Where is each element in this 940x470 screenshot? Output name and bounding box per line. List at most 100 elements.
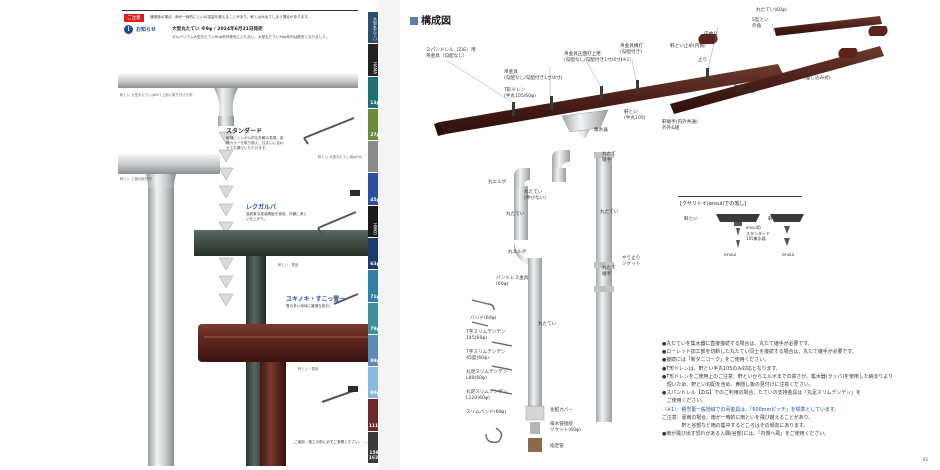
label-tome: 止り bbox=[698, 58, 708, 63]
label-haisui-cover: 化粧カバー bbox=[550, 408, 573, 413]
info-title: お知らせ bbox=[136, 27, 156, 33]
ensui-label-nokitoi: 軒とい bbox=[684, 217, 698, 222]
notes-block: ●丸たていを集水器に直接接続する場合は、丸たて継手が必要です。●ローレット加工部… bbox=[662, 340, 932, 438]
series-desc-yukinoki: 雪の多い地域に最適な設計。 bbox=[286, 304, 333, 308]
index-tab-label: HAMA bbox=[372, 61, 378, 74]
label-shusuiki: 集水器 bbox=[594, 128, 608, 133]
series-desc-rekugaruba: 高耐食な塗装鋼板を使用。外観に美しい仕上がり。 bbox=[246, 212, 308, 221]
label-tsurikanagu-yoko: 吊金具横打 (勾配付き) bbox=[620, 44, 643, 55]
label-tsurikanagu: 吊金具 (勾配なし/勾配付き1寸/4寸) bbox=[504, 70, 563, 81]
spread-gutter bbox=[378, 0, 400, 470]
elbow-top-left bbox=[514, 168, 530, 186]
info-headline: 大型丸たてい ※9φ / 2024年6月21日発売 bbox=[172, 27, 263, 32]
label-slim-band: スリムバンド(60φ) bbox=[466, 410, 507, 415]
label-maru-tatei-tsugi: 丸たて 継手 bbox=[602, 152, 616, 163]
page-number-left: 01 bbox=[372, 457, 378, 462]
label-maru-erubo: 丸エルボ bbox=[488, 180, 507, 185]
leader-lines bbox=[445, 23, 775, 103]
notice-caution: 通常強の場合、雨が一時的にといの容量を超えることがあり、軒とはみ出てしまう場合が… bbox=[150, 15, 312, 19]
series-title-standard: スタンダード bbox=[226, 128, 263, 135]
label-mizuage: 水上 bbox=[448, 128, 458, 133]
label-t-slim-145: T字スリムデンデン 145(60φ) bbox=[466, 330, 506, 341]
green-gutter bbox=[194, 230, 368, 256]
label-nokitoi-dome: 軒とい止め(内側) bbox=[670, 44, 706, 49]
brown-gutter bbox=[198, 324, 368, 362]
left-page: ご注意 通常強の場合、雨が一時的にといの容量を超えることがあり、軒とはみ出てしま… bbox=[118, 4, 388, 466]
caption-2: 軒とい 上部の取付例 bbox=[120, 177, 152, 181]
secondary-gutter bbox=[670, 46, 884, 114]
note-line: ●スパンドレル【ZiG】でのご利用の場合、たていの支持金具は「丸足スリムデンデン… bbox=[662, 390, 861, 397]
label-tome-r: 止り (差し込み式) bbox=[804, 70, 831, 81]
index-tab-page: 13p bbox=[370, 100, 380, 106]
label-t-drain: T形ドレン (半丸105/60φ) bbox=[504, 88, 536, 99]
label-haisui-kan: 指定管 bbox=[550, 444, 564, 449]
label-haisui-socket: 排水管接続 ソケット(60φ) bbox=[550, 422, 581, 433]
note-line: ご注意：豪雨の場合、雨が一時的に雨といを飛び越えることがあり、 bbox=[662, 414, 814, 421]
hanger-icons bbox=[303, 117, 359, 403]
right-page: 構成図 bbox=[400, 4, 940, 466]
hanger-brackets bbox=[512, 68, 709, 116]
note-line: （※1）：積雪量一般地域での吊金具は、「600mmピッチ」を標準としています。 bbox=[662, 406, 840, 413]
series-title-yukinoki: ユキノキ・すこっ雪ー bbox=[286, 296, 346, 303]
silver-gutter-mid bbox=[118, 154, 220, 174]
note-line: ●T形ドレンをご使用上のご注意：軒といからエルボまでの高さが、集水器(ラッパ)を… bbox=[662, 373, 893, 380]
ensui-label-a: ensui bbox=[724, 253, 737, 258]
index-tab-page: 111p bbox=[368, 423, 382, 429]
caption-4: 軒とい・雪用 bbox=[278, 263, 299, 267]
label-maru-tatei-a: 丸たてい bbox=[506, 212, 525, 217]
silver-gutter-top bbox=[118, 74, 358, 88]
note-line: ご使用ください。 bbox=[662, 398, 707, 405]
info-body: ガルバリウム大型丸たてい60φ系列発売にともない、大型丸たてい90φ系列は販売と… bbox=[172, 35, 330, 39]
caption-5: 軒とい・雪用 bbox=[298, 367, 319, 371]
label-maru-tatei-shinshuku: 丸たてい (伸びない) bbox=[524, 190, 546, 201]
label-maru-tatei-joint: 丸たて 継手 bbox=[602, 266, 616, 277]
note-line: 軒と谷部など雨の集中するところはその傾向にあります。 bbox=[662, 423, 809, 430]
label-t-slim-45: T字スリムデンデン 45度(60φ) bbox=[466, 350, 506, 361]
label-maru-tatei-b: 丸たてい bbox=[600, 210, 619, 215]
info-icon: i bbox=[124, 25, 133, 34]
page-number-right: 02 bbox=[922, 457, 928, 462]
ensui-title: [クサリトイ(ensui)での落し] bbox=[680, 201, 747, 207]
label-nokitoi-tsugite: 軒継手(内外共通) 外外&組 bbox=[662, 120, 698, 131]
label-maru-erubo-b: 丸エルボ bbox=[508, 250, 527, 255]
section-title: 構成図 bbox=[410, 12, 451, 27]
silver-drop-outlet bbox=[214, 88, 238, 118]
section-title-text: 構成図 bbox=[421, 16, 451, 27]
note-line: ●T形ドレンは、軒とい半丸105のみ対応となります。 bbox=[662, 365, 781, 372]
note-line: 短いため、軒とい勾配を含め、鼻隠し板の見付けに注意ください。 bbox=[662, 382, 814, 389]
index-tab-page: 45p bbox=[370, 197, 380, 203]
label-uchikado: 内曲り bbox=[704, 32, 718, 37]
brown-downpipe bbox=[260, 362, 286, 466]
note-line: ●ローレット加工部を切断した丸たてい同士を接続する場合は、丸たて継手が必要です。 bbox=[662, 349, 857, 356]
ensui-label-std: ensui用 スタンダード 105集水器 bbox=[746, 225, 770, 241]
caption-1: 軒とい 大型丸たてい(φ90) 上部に取り付けた例 bbox=[120, 93, 193, 97]
index-tab-page: 159-162p bbox=[368, 450, 382, 461]
notice-tag: ご注意 bbox=[124, 14, 144, 22]
index-tab-label: HMKO bbox=[372, 222, 378, 235]
note-line: ●接続には「新ダニコーク」をご使用ください。 bbox=[662, 357, 769, 364]
label-maru-tatei-c: 丸たてい bbox=[538, 322, 557, 327]
ensui-label-b: ensui bbox=[782, 253, 795, 258]
pipe-supports bbox=[471, 299, 513, 444]
label-spandrel: スパンドレル（ZiG）用 吊金具（勾配なし） bbox=[426, 48, 476, 59]
main-gutter bbox=[440, 64, 784, 134]
index-tab-page: 71p bbox=[370, 294, 380, 300]
index-tab-page: 99p bbox=[370, 391, 380, 397]
label-bando: バンド(60φ) bbox=[470, 316, 497, 321]
label-bandless: バンドレス金具 (60φ) bbox=[496, 276, 529, 287]
section-square-icon bbox=[410, 17, 418, 25]
index-tab-page: 89p bbox=[370, 359, 380, 365]
gutter-products-illustration bbox=[118, 74, 368, 466]
label-maru-slim-80: 丸足スリムデンデン L80(60φ) bbox=[466, 370, 508, 381]
label-nokitoi-105: 軒とい (半丸105) bbox=[624, 110, 646, 121]
footer-note: ご使用・施工の前に必ずご参照ください。 ……159-162p bbox=[294, 440, 388, 444]
composition-diagram bbox=[434, 16, 888, 452]
pipe-left-upper bbox=[514, 186, 528, 240]
ensui-label-nokitoi-b: 軒とい bbox=[768, 217, 782, 222]
caption-3: 軒とい 大型丸たてい用(φ90) bbox=[318, 155, 363, 159]
label-maru-tatei-top: 丸たてい(60φ) bbox=[756, 8, 787, 13]
series-title-rekugaruba: レクガルバ bbox=[246, 204, 277, 211]
label-s-shitoi: S型とい 外角 bbox=[752, 18, 769, 29]
collector-box bbox=[561, 109, 609, 133]
label-note1: （※1） bbox=[618, 58, 634, 63]
